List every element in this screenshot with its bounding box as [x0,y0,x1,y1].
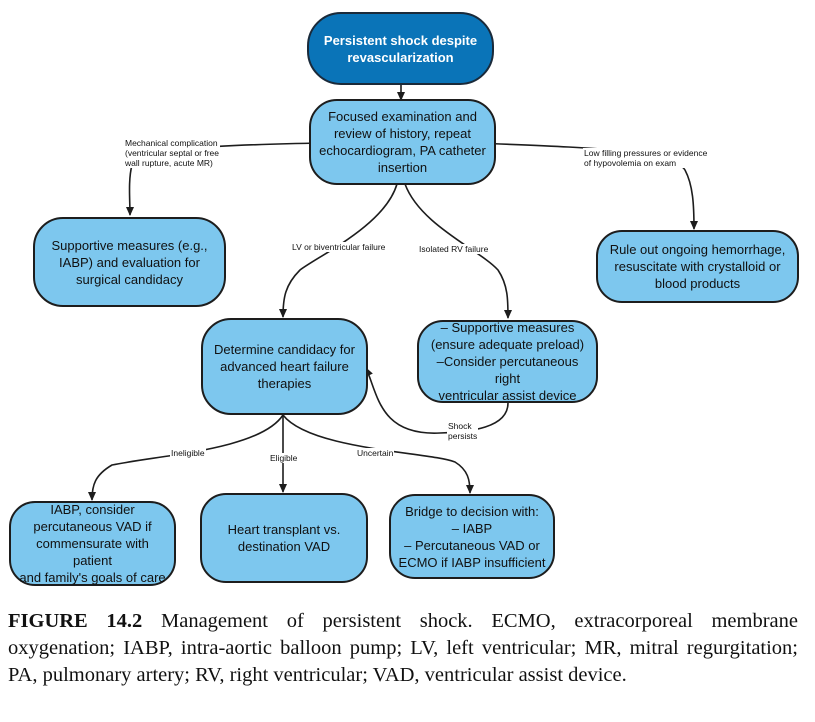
node-supportive-measures: Supportive measures (e.g., IABP) and eva… [33,217,226,307]
connector-exam-to-candidacy [279,183,398,318]
figure-caption-text: Management of persistent shock. ECMO, ex… [8,610,798,686]
edge-label-eligible: Eligible [269,453,299,463]
node-heart-transplant: Heart transplant vs. destination VAD [200,493,368,583]
node-iabp-consider-vad: IABP, consider percutaneous VAD if comme… [9,501,176,586]
edge-label-uncertain: Uncertain [356,448,395,458]
edge-label-low-filling-pressures: Low filling pressures or evidence of hyp… [583,148,709,168]
node-rule-out-hemorrhage: Rule out ongoing hemorrhage, resuscitate… [596,230,799,303]
node-persistent-shock: Persistent shock despite revascularizati… [307,12,494,85]
node-bridge-to-decision: Bridge to decision with: – IABP – Percut… [389,494,555,579]
figure-caption: FIGURE 14.2 Management of persistent sho… [8,608,798,689]
node-bridge-to-decision-text: Bridge to decision with: – IABP – Percut… [398,503,546,570]
node-determine-candidacy: Determine candidacy for advanced heart f… [201,318,368,415]
edge-label-mechanical-complication: Mechanical complication (ventricular sep… [124,138,221,168]
node-persistent-shock-text: Persistent shock despite revascularizati… [323,32,478,65]
edge-label-shock-persists: Shock persists [447,421,479,441]
node-rule-out-hemorrhage-text: Rule out ongoing hemorrhage, resuscitate… [609,242,786,291]
node-supportive-measures-text: Supportive measures (e.g., IABP) and eva… [51,237,208,287]
connector-exam-to-rv-measures [404,183,512,319]
node-focused-examination: Focused examination and review of histor… [309,99,496,185]
edge-label-rv-failure: Isolated RV failure [418,244,490,254]
node-rv-supportive-measures-text: – Supportive measures (ensure adequate p… [430,320,585,403]
connector-shock-persists-loop [365,367,509,434]
edge-label-ineligible: Ineligible [170,448,206,458]
node-heart-transplant-text: Heart transplant vs. destination VAD [227,522,341,554]
node-determine-candidacy-text: Determine candidacy for advanced heart f… [214,342,355,391]
edge-label-lv-failure: LV or biventricular failure [291,242,387,252]
node-focused-examination-text: Focused examination and review of histor… [319,109,486,175]
figure-caption-label: FIGURE 14.2 [8,610,143,632]
node-iabp-consider-vad-text: IABP, consider percutaneous VAD if comme… [19,502,166,585]
connector-to-bridge [282,414,474,494]
connector-to-iabp [88,414,284,501]
node-rv-supportive-measures: – Supportive measures (ensure adequate p… [417,320,598,403]
